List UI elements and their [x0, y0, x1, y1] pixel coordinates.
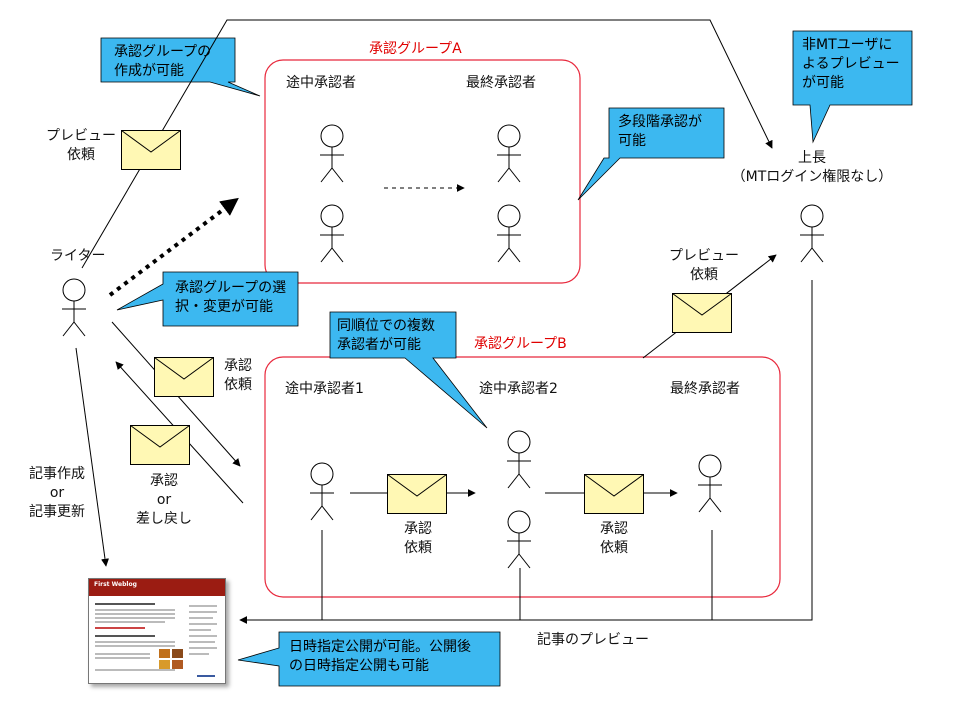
approval-group-a-box: [264, 59, 581, 284]
approval-group-b-box: [264, 356, 781, 598]
blog-thumbnail-image: [159, 660, 170, 669]
b2-approval-request-label: 承認 依頼: [600, 521, 628, 556]
blog-sidebar-line: [189, 653, 209, 655]
callout-same-rank-shape: [329, 311, 488, 429]
blog-line: [95, 613, 175, 615]
callout-scheduled-publish: 日時指定公開が可能。公開後 の日時指定公開も可能: [289, 639, 471, 674]
blog-line: [95, 603, 155, 605]
callout-multi-stage-shape: [577, 107, 725, 201]
blog-line: [95, 653, 150, 655]
blog-line: [95, 627, 145, 629]
preview-envelope-right: [672, 293, 732, 333]
writer-label: ライター: [50, 248, 106, 264]
group-a-title: 承認グループA: [369, 41, 462, 57]
blog-sidebar-line: [189, 617, 213, 619]
article-preview-label: 記事のプレビュー: [537, 632, 649, 648]
writer-person: [61, 278, 87, 337]
group-b-title: 承認グループB: [474, 336, 567, 352]
blog-badge: [197, 675, 215, 677]
blog-line: [95, 635, 155, 637]
approve-or-return-label: 承認 or 差し戻し: [136, 473, 192, 527]
blog-sidebar-line: [189, 641, 215, 643]
callout-same-rank: 同順位での複数 承認者が可能: [337, 318, 435, 353]
blog-preview-thumbnail: First Weblog: [88, 578, 226, 684]
blog-thumbnail-image: [172, 660, 183, 669]
group-b-intermediate2-person-1: [506, 430, 532, 489]
blog-title: First Weblog: [94, 581, 137, 588]
approval-request-label: 承認 依頼: [224, 358, 252, 393]
blog-sidebar-line: [189, 611, 217, 613]
group-a-intermediate-person-2: [319, 204, 345, 263]
group-b-intermediate1-person: [309, 462, 335, 521]
callout-select-group-shape: [116, 271, 299, 327]
callout-create-group: 承認グループの 作成が可能: [114, 44, 212, 79]
blog-sidebar-line: [189, 635, 217, 637]
writer-to-blog-arrow: [75, 347, 109, 567]
blog-line: [95, 657, 150, 659]
blog-line: [95, 609, 175, 611]
group-b-intermediate2-label: 途中承認者2: [479, 381, 558, 397]
b2-envelope: [584, 474, 644, 514]
blog-sidebar-line: [189, 647, 217, 649]
preview-request-left-label: プレビュー 依頼: [46, 128, 116, 163]
create-or-update-label: 記事作成 or 記事更新: [29, 466, 85, 520]
callout-create-group-shape: [100, 37, 261, 97]
blog-sidebar-line: [189, 605, 217, 607]
group-a-final-person-2: [496, 204, 522, 263]
callout-non-mt-preview: 非MTユーザに よるプレビュー が可能: [802, 37, 900, 91]
group-b-intermediate2-person-2: [506, 510, 532, 569]
blog-header: First Weblog: [89, 579, 225, 596]
blog-sidebar-line: [189, 629, 211, 631]
group-b-intermediate1-label: 途中承認者1: [285, 381, 364, 397]
group-b-final-person: [697, 454, 723, 513]
blog-sidebar-line: [189, 623, 217, 625]
blog-line: [95, 621, 165, 623]
preview-envelope-left: [121, 130, 181, 170]
callout-scheduled-shape: [237, 631, 501, 687]
blog-line: [95, 669, 175, 671]
callout-multi-stage: 多段階承認が 可能: [618, 114, 702, 149]
group-a-final-person-1: [496, 124, 522, 183]
blog-thumbnail-image: [172, 649, 183, 658]
boss-person: [799, 204, 825, 263]
approval-envelope: [154, 357, 214, 397]
blog-line: [95, 645, 175, 647]
blog-line: [95, 641, 175, 643]
group-a-final-label: 最終承認者: [466, 75, 536, 91]
blog-line: [95, 617, 175, 619]
group-a-intermediate-person-1: [319, 124, 345, 183]
group-b-final-label: 最終承認者: [670, 381, 740, 397]
return-envelope: [130, 425, 190, 465]
preview-request-right-label: プレビュー 依頼: [669, 248, 739, 283]
boss-preview-line: [239, 280, 813, 624]
blog-thumbnail-image: [159, 649, 170, 658]
boss-label: 上長 （MTログイン権限なし）: [731, 150, 893, 185]
b1-envelope: [387, 474, 447, 514]
callout-select-group: 承認グループの選 択・変更が可能: [175, 280, 287, 315]
b1-approval-request-label: 承認 依頼: [404, 521, 432, 556]
callout-non-mt-preview-shape: [792, 30, 913, 144]
group-a-intermediate-label: 途中承認者: [286, 75, 356, 91]
